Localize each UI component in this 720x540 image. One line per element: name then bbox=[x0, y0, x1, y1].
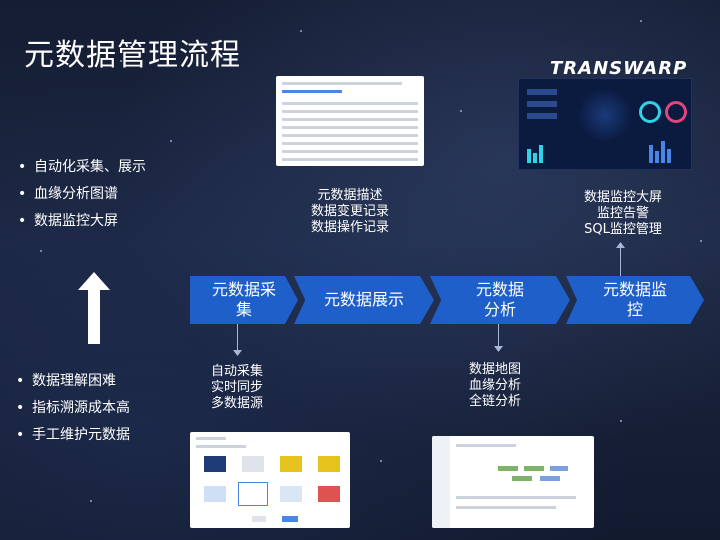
datasource-picker-screenshot bbox=[190, 432, 350, 528]
benefits-list: 自动化采集、展示 血缘分析图谱 数据监控大屏 bbox=[12, 154, 146, 235]
background-star bbox=[700, 240, 702, 242]
note-line: 数据变更记录 bbox=[310, 204, 389, 219]
list-item: 数据监控大屏 bbox=[12, 208, 146, 235]
stage-label: 元数据监控 bbox=[602, 280, 667, 319]
page-title: 元数据管理流程 bbox=[24, 38, 241, 73]
note-line: 数据操作记录 bbox=[310, 220, 389, 235]
connector-line bbox=[620, 246, 621, 276]
note-line: 元数据描述 bbox=[317, 188, 383, 203]
background-star bbox=[40, 250, 42, 252]
up-arrow-icon bbox=[78, 272, 110, 344]
background-star bbox=[170, 140, 172, 142]
connector-line bbox=[237, 324, 238, 354]
stage-label: 元数据采集 bbox=[211, 280, 276, 319]
down-arrow-icon bbox=[494, 346, 503, 352]
up-arrowhead-icon bbox=[616, 242, 625, 248]
transwarp-logo: TRANSWARP bbox=[550, 58, 687, 79]
connector-line bbox=[498, 324, 499, 350]
metadata-table-screenshot bbox=[276, 76, 424, 166]
note-line: 监控告警 bbox=[596, 206, 649, 221]
stage-analysis: 元数据分析 bbox=[430, 276, 570, 324]
monitor-notes: 数据监控大屏 监控告警 SQL监控管理 bbox=[568, 190, 678, 238]
background-star bbox=[620, 420, 622, 422]
note-line: 数据监控大屏 bbox=[583, 190, 662, 205]
note-line: 自动采集 bbox=[210, 364, 263, 379]
analysis-notes: 数据地图 血缘分析 全链分析 bbox=[450, 362, 540, 410]
list-item: 指标溯源成本高 bbox=[10, 395, 130, 422]
background-star bbox=[640, 20, 642, 22]
list-item: 血缘分析图谱 bbox=[12, 181, 146, 208]
stage-label: 元数据展示 bbox=[324, 290, 405, 309]
collect-notes: 自动采集 实时同步 多数据源 bbox=[192, 364, 282, 412]
logo-text: TRANSWARP bbox=[550, 58, 688, 79]
lineage-graph-screenshot bbox=[432, 436, 594, 528]
list-item: 手工维护元数据 bbox=[10, 422, 130, 449]
stage-label: 元数据分析 bbox=[475, 280, 524, 319]
background-star bbox=[460, 110, 462, 112]
background-star bbox=[300, 30, 302, 32]
note-line: 全链分析 bbox=[468, 394, 521, 409]
note-line: 实时同步 bbox=[210, 380, 263, 395]
background-star bbox=[120, 60, 122, 62]
down-arrow-icon bbox=[233, 350, 242, 356]
note-line: 数据地图 bbox=[468, 362, 521, 377]
list-item: 数据理解困难 bbox=[10, 368, 130, 395]
problems-list: 数据理解困难 指标溯源成本高 手工维护元数据 bbox=[10, 368, 130, 449]
note-line: 血缘分析 bbox=[468, 378, 521, 393]
note-line: 多数据源 bbox=[210, 396, 263, 411]
stage-monitor: 元数据监控 bbox=[566, 276, 704, 324]
stage-display: 元数据展示 bbox=[294, 276, 434, 324]
background-star bbox=[380, 460, 382, 462]
background-star bbox=[90, 500, 92, 502]
display-notes: 元数据描述 数据变更记录 数据操作记录 bbox=[300, 188, 400, 236]
note-line: SQL监控管理 bbox=[584, 222, 662, 237]
monitoring-dashboard-screenshot bbox=[518, 78, 692, 170]
list-item: 自动化采集、展示 bbox=[12, 154, 146, 181]
stage-collect: 元数据采集 bbox=[190, 276, 298, 324]
